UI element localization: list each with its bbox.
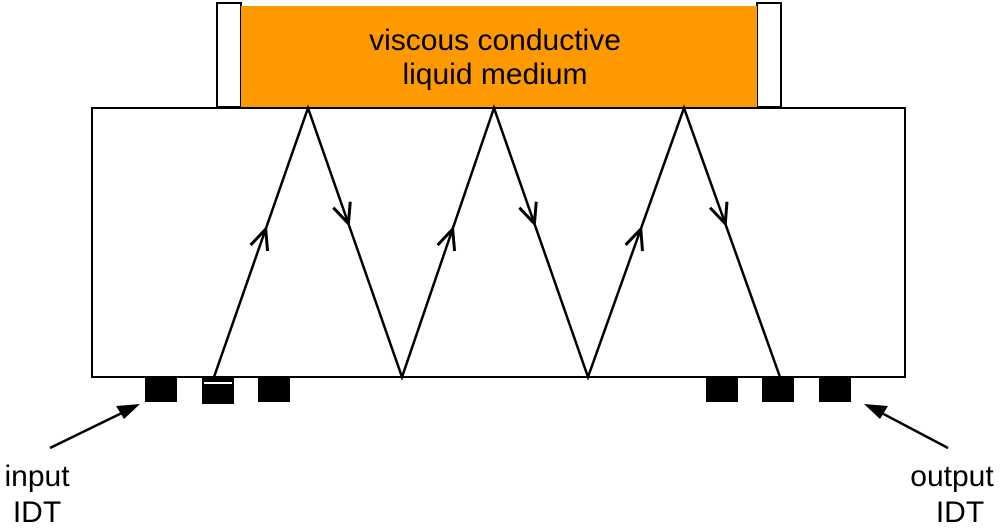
wave-direction-arrowhead xyxy=(708,201,729,228)
output-idt-electrode xyxy=(762,378,794,402)
input-idt-label-line2: IDT xyxy=(13,496,61,528)
input-idt-electrode xyxy=(202,378,234,404)
wave-direction-arrowhead xyxy=(518,201,538,228)
acoustic-wave-path xyxy=(212,104,782,381)
wave-direction-arrowhead xyxy=(332,201,352,228)
liquid-label-line1: viscous conductive xyxy=(369,24,621,57)
input-idt-label-line1: input xyxy=(4,460,70,493)
input-idt-electrode xyxy=(258,378,290,402)
left-container-wall xyxy=(216,2,242,108)
input-idt-electrode xyxy=(145,378,177,402)
liquid-label-line2: liquid medium xyxy=(402,58,587,91)
output-idt-pointer-arrow xyxy=(875,408,949,450)
substrate xyxy=(91,107,906,378)
wave-direction-arrowhead xyxy=(249,225,270,252)
wave-direction-arrows xyxy=(249,201,729,252)
output-idt-label-line1: output xyxy=(910,460,994,493)
input-idt-pointer-arrowhead xyxy=(116,404,140,419)
liquid-medium xyxy=(241,6,757,107)
input-idt-pointer-arrow xyxy=(49,408,129,450)
wave-direction-arrowhead xyxy=(624,225,644,252)
output-idt-electrode xyxy=(819,378,851,402)
right-container-wall xyxy=(756,2,782,108)
output-idt-pointer-arrowhead xyxy=(864,404,888,419)
output-idt-label-line2: IDT xyxy=(936,496,984,528)
output-idt-electrode xyxy=(706,378,738,402)
wave-direction-arrowhead xyxy=(436,225,457,252)
